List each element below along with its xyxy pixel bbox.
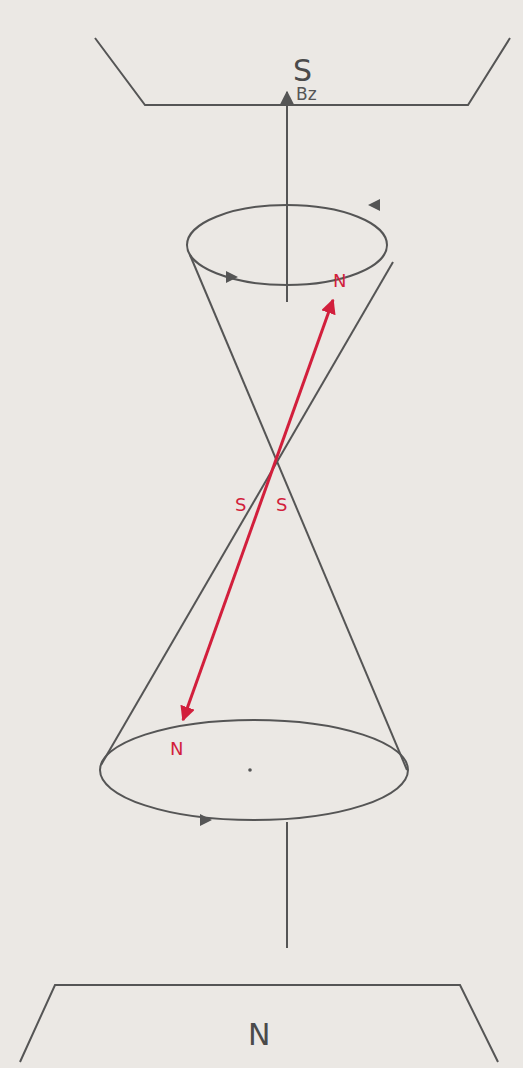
pole-letter: N <box>248 1017 270 1052</box>
pole-label: S <box>235 496 246 514</box>
field-label: Bz <box>296 86 317 103</box>
pole-letter: S <box>293 53 312 88</box>
pole-label: N <box>170 740 183 758</box>
magnet-pole: N <box>18 982 500 1068</box>
pole-label: S <box>276 496 287 514</box>
pole-label: N <box>333 272 346 290</box>
